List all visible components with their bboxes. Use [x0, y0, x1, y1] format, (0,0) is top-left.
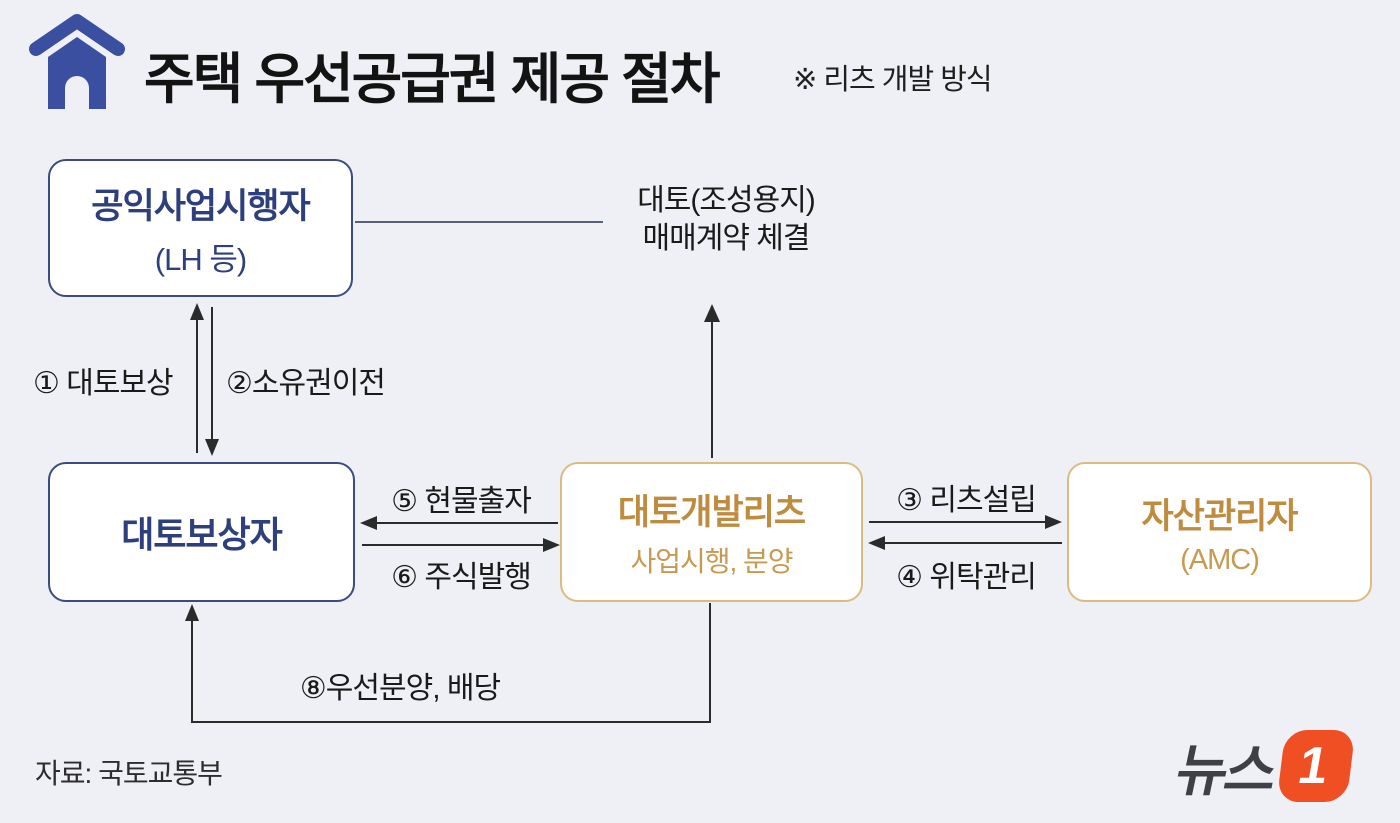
label-step3-reits-establishment: ③ 리츠설립 [896, 484, 1037, 517]
contract-note-line1: 대토(조성용지) [637, 184, 816, 217]
label-step8-priority-sale-dividend: ⑧우선분양, 배당 [299, 672, 501, 705]
box-land-development-reits-subtitle: 사업시행, 분양 [630, 546, 793, 577]
news1-logo: 뉴스 1 [1170, 724, 1378, 808]
arrow-step1-up-head [190, 303, 204, 320]
label-step4-entrusted-management: ④ 위탁관리 [896, 561, 1037, 594]
arrow-step2-down-head [205, 439, 219, 456]
arrow-step8-path-head [185, 604, 199, 621]
arrow-step3-right-head [1045, 515, 1062, 529]
box-land-compensation-recipient-title: 대토보상자 [121, 514, 283, 555]
house-icon [29, 14, 125, 109]
box-land-development-reits: 대토개발리츠 사업시행, 분양 [560, 462, 863, 602]
house-body-shape [48, 37, 106, 109]
page-subtitle: ※ 리츠 개발 방식 [793, 64, 993, 96]
label-step1-land-compensation: ① 대토보상 [33, 367, 174, 400]
label-step6-stock-issuance: ⑥ 주식발행 [391, 561, 532, 594]
box-land-compensation-recipient: 대토보상자 [48, 462, 355, 602]
source-note: 자료: 국토교통부 [35, 758, 223, 789]
box-land-development-reits-title: 대토개발리츠 [617, 493, 806, 532]
box-public-project-operator: 공익사업시행자 (LH 등) [48, 159, 353, 297]
house-roof-shape [29, 14, 125, 56]
page-title: 주택 우선공급권 제공 절차 [144, 48, 720, 110]
arrow-step6-right-head [543, 538, 560, 552]
arrow-step4-left-head [868, 536, 885, 550]
contract-note-line2: 매매계약 체결 [642, 222, 811, 255]
news1-logo-number: 1 [1293, 737, 1333, 795]
label-step2-ownership-transfer: ②소유권이전 [226, 367, 386, 400]
contract-note: 대토(조성용지) 매매계약 체결 [560, 182, 892, 258]
news1-logo-text: 뉴스 [1170, 738, 1281, 802]
arrow-step8-path-line [191, 603, 711, 723]
box-asset-manager: 자산관리자 (AMC) [1067, 462, 1372, 602]
arrow-reits-contract-head [704, 304, 720, 322]
box-asset-manager-subtitle: (AMC) [1180, 543, 1260, 576]
news1-logo-badge: 1 [1276, 730, 1356, 802]
label-step5-in-kind-contribution: ⑤ 현물출자 [391, 485, 532, 518]
box-public-project-operator-title: 공익사업시행자 [91, 186, 310, 226]
box-asset-manager-title: 자산관리자 [1141, 496, 1298, 536]
box-public-project-operator-subtitle: (LH 등) [154, 241, 247, 277]
arrow-step5-left-head [360, 516, 377, 530]
